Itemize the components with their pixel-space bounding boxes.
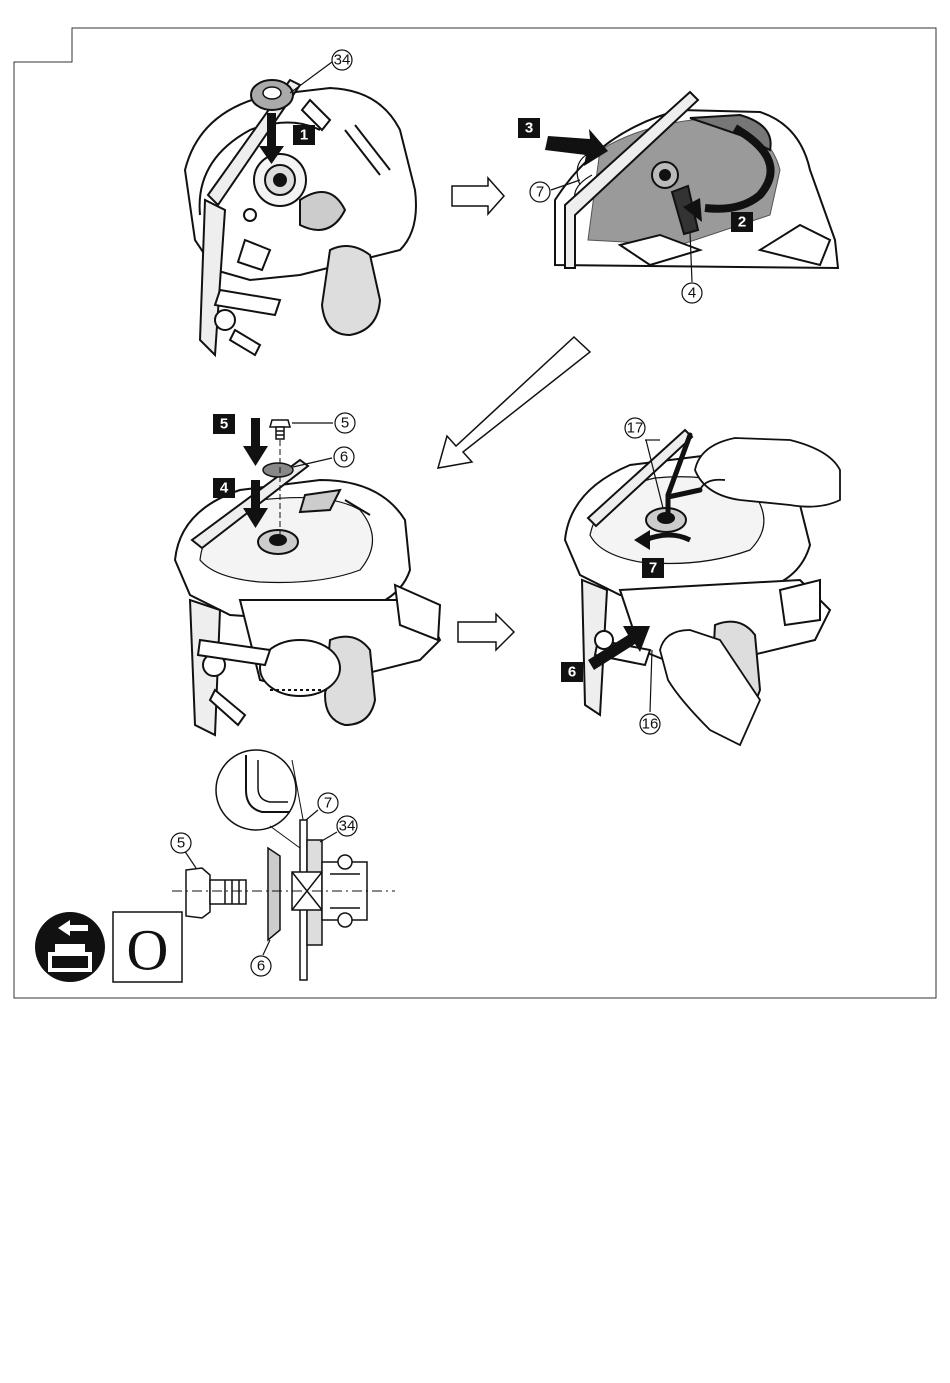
- callout-label: 6: [257, 958, 265, 975]
- battery-remove-icon: [35, 912, 105, 982]
- callout-5-section: 5: [171, 833, 191, 853]
- callout-34-section: 34: [337, 816, 357, 836]
- callout-label: 7: [324, 795, 332, 812]
- bolt-part: [270, 420, 290, 439]
- callout-7-top: 7: [530, 182, 550, 202]
- step-badge-5: 5: [213, 414, 235, 434]
- step-badge-3: 3: [518, 118, 540, 138]
- step-label: 1: [300, 127, 308, 144]
- flange-washer: [251, 80, 293, 110]
- callout-16: 16: [640, 714, 660, 734]
- washer-part: [263, 463, 293, 477]
- step-label: 6: [568, 664, 576, 681]
- saw-illustration-1: [185, 80, 416, 355]
- step-label: 3: [525, 120, 533, 137]
- callout-label: 5: [177, 835, 185, 852]
- callout-5-mid: 5: [335, 413, 355, 433]
- step-label: 7: [649, 560, 657, 577]
- cross-section: [186, 750, 367, 980]
- callout-label: 34: [339, 818, 356, 835]
- step-label: 4: [220, 480, 229, 497]
- next-arrow-diagonal: [438, 337, 590, 468]
- next-arrow-right-1: [452, 178, 504, 214]
- saw-illustration-2: [555, 92, 838, 268]
- callout-label: 7: [536, 184, 544, 201]
- callout-6-section: 6: [251, 956, 271, 976]
- step-badge-2: 2: [731, 212, 753, 232]
- callout-label: 16: [642, 716, 659, 733]
- callout-34-top: 34: [332, 50, 352, 70]
- down-arrow-5: [243, 418, 268, 466]
- callout-label: 6: [340, 449, 348, 466]
- step-label: 2: [738, 214, 746, 231]
- step-badge-6: 6: [561, 662, 583, 682]
- callout-label: 5: [341, 415, 349, 432]
- callout-17: 17: [625, 418, 645, 438]
- panel-letter: O: [127, 918, 169, 983]
- step-badge-1: 1: [293, 125, 315, 145]
- saw-illustration-3: [175, 460, 440, 735]
- callout-label: 17: [627, 420, 644, 437]
- panel-letter-box: O: [113, 912, 182, 983]
- next-arrow-right-2: [458, 614, 514, 650]
- callout-label: 34: [334, 52, 351, 69]
- step-badge-4: 4: [213, 478, 235, 498]
- callout-6-mid: 6: [334, 447, 354, 467]
- callout-7-section: 7: [318, 793, 338, 813]
- callout-label: 4: [688, 285, 696, 302]
- step-label: 5: [220, 416, 228, 433]
- callout-4: 4: [682, 283, 702, 303]
- step-badge-7: 7: [642, 558, 664, 578]
